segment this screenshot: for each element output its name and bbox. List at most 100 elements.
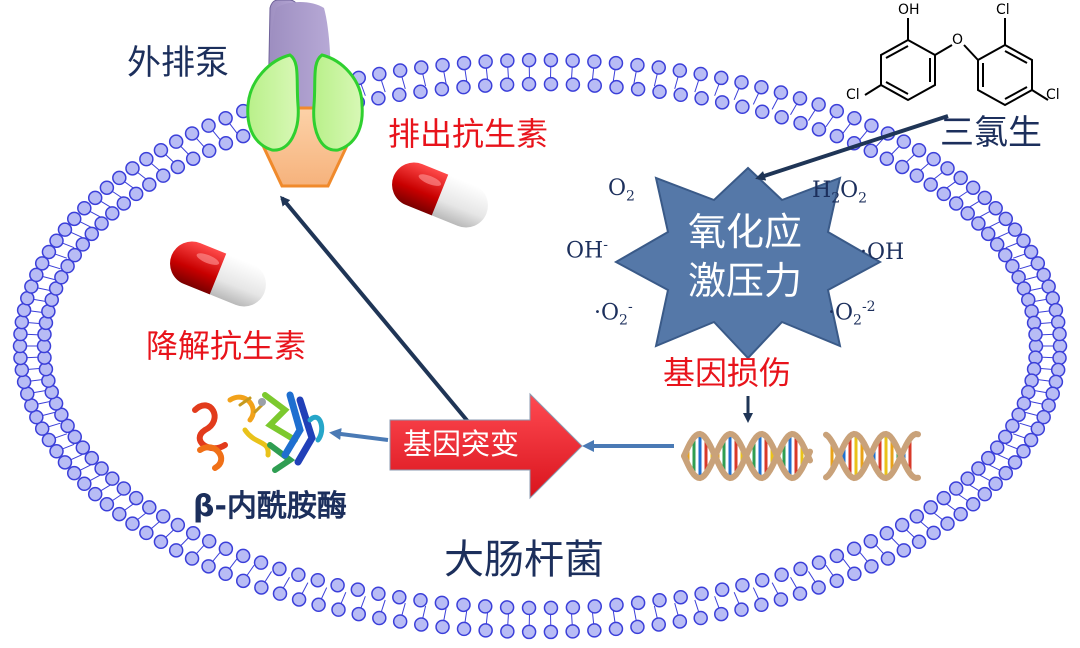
lipid-head <box>863 533 879 549</box>
lipid-tail <box>245 564 255 578</box>
lipid-head <box>694 91 709 106</box>
lipid-head <box>125 516 140 531</box>
lipid-head <box>20 386 35 401</box>
lipid-head <box>413 593 428 608</box>
lipid-head <box>773 592 789 607</box>
lipid-head <box>477 78 493 93</box>
lipid-tail <box>228 121 238 134</box>
lipid-head <box>608 621 624 637</box>
lipid-head <box>714 70 729 86</box>
lipid-head <box>989 440 1005 455</box>
lipid-head <box>41 432 57 448</box>
lipid-head <box>435 57 450 73</box>
lipid-tail <box>771 582 780 596</box>
lipid-tail <box>53 253 68 259</box>
lipid-head <box>997 247 1013 263</box>
lipid-head <box>651 60 666 75</box>
lipid-head <box>989 237 1005 252</box>
triclosan-label: 三氯生 <box>940 113 1042 153</box>
lipid-head <box>330 577 345 593</box>
lipid-head <box>864 559 879 574</box>
lipid-head <box>291 567 306 583</box>
lipid-tail <box>1039 367 1054 371</box>
lipid-head <box>965 180 981 195</box>
lipid-tail <box>380 78 386 93</box>
lipid-tail <box>790 576 798 590</box>
lipid-tail <box>752 587 760 601</box>
lipid-tail <box>1036 310 1052 314</box>
lipid-tail <box>1025 411 1039 417</box>
lipid-head <box>965 497 981 512</box>
lipid-head <box>923 177 938 192</box>
lipid-head <box>54 270 69 285</box>
ros-h2o2-o: O <box>840 178 859 203</box>
lipid-head <box>543 76 559 92</box>
lipid-head <box>155 168 171 183</box>
lipid-head <box>168 543 184 558</box>
lipid-head <box>521 76 537 92</box>
lipid-tail <box>714 82 720 96</box>
lipid-head <box>630 595 646 611</box>
lipid-head <box>672 63 688 78</box>
lipid-head <box>392 63 408 78</box>
lipid-head <box>543 600 559 616</box>
lipid-head <box>184 126 200 141</box>
lipid-tail <box>825 564 835 578</box>
lipid-head <box>499 600 515 615</box>
ros-peroxide-sub: 2 <box>853 312 862 329</box>
lipid-head <box>960 206 975 221</box>
lipid-tail <box>968 200 981 209</box>
lipid-head <box>936 186 952 202</box>
lipid-head <box>253 555 269 570</box>
lipid-head <box>87 486 103 502</box>
lipid-tail <box>421 605 427 620</box>
lipid-head <box>565 624 580 639</box>
lipid-tail <box>633 608 637 623</box>
lipid-head <box>218 541 234 557</box>
ros-oh-radical: ·OH <box>860 240 905 265</box>
lipid-head <box>879 151 895 166</box>
lipid-head <box>49 444 64 459</box>
lipid-tail <box>69 231 83 238</box>
lipid-tail <box>570 65 573 80</box>
lipid-head <box>456 79 471 95</box>
lipid-head <box>940 161 955 176</box>
lipid-head <box>651 617 666 632</box>
lipid-head <box>911 142 927 158</box>
lipid-head <box>960 471 975 486</box>
lipid-tail <box>78 220 92 228</box>
lipid-tail <box>978 474 992 482</box>
lipid-head <box>413 84 428 99</box>
molecule-cl-top: Cl <box>996 2 1010 18</box>
lipid-tail <box>890 144 901 156</box>
ros-o2: O2 <box>608 178 635 204</box>
lipid-head <box>565 600 581 615</box>
arrow-triclosan-to-stress <box>755 114 949 181</box>
lipid-head <box>105 471 120 486</box>
lipid-head <box>565 53 580 68</box>
lipid-tail <box>179 536 190 548</box>
lipid-head <box>116 481 132 496</box>
ros-h2o2-sub2: 2 <box>858 190 868 207</box>
lipid-tail <box>25 333 40 336</box>
lipid-tail <box>69 454 83 461</box>
lipid-head <box>1052 338 1068 354</box>
lipid-head <box>998 465 1014 481</box>
lipid-head <box>923 500 938 515</box>
lipid-tail <box>591 66 595 81</box>
membrane-lipid-tails <box>25 65 1055 627</box>
lipid-tail <box>88 474 102 482</box>
lipid-head <box>911 534 927 550</box>
lipid-head <box>392 87 407 103</box>
beta-lactamase-label: β-内酰胺酶 <box>193 489 347 524</box>
lipid-head <box>988 200 1003 216</box>
lipid-head <box>1005 258 1020 274</box>
lipid-tail <box>858 129 869 141</box>
lipid-head <box>896 543 912 558</box>
lipid-tail <box>808 108 817 121</box>
lipid-head <box>1028 327 1043 342</box>
lipid-head <box>1007 222 1023 237</box>
lipid-head <box>87 190 103 206</box>
lipid-head <box>372 66 387 82</box>
lipid-tail <box>1033 298 1048 302</box>
